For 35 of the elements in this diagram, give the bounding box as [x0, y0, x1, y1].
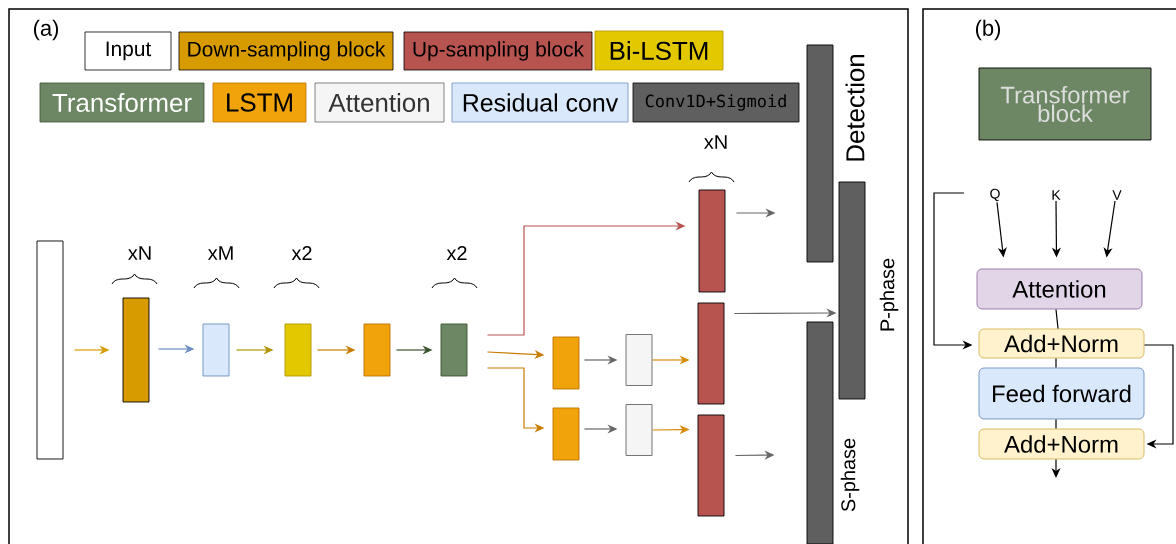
input-label: Q: [990, 188, 1000, 202]
layer-block: [363, 323, 391, 377]
annotation-label: (b): [975, 19, 1001, 41]
layer-block: [440, 323, 468, 377]
layer-block: [552, 407, 580, 461]
layer-block: [697, 414, 725, 517]
connector-line: [1055, 357, 1057, 369]
input-label: K: [1052, 190, 1061, 200]
layer-block: [202, 323, 230, 377]
layer-block: [698, 189, 726, 293]
layer-block: [122, 297, 150, 403]
annotation-label: x2: [446, 246, 467, 260]
layer-block: [552, 336, 580, 390]
layer-block: [697, 302, 725, 405]
bar-label: Detection: [845, 55, 865, 161]
connector-line: [1055, 418, 1057, 430]
feed-forward-box: Feed forward: [978, 367, 1145, 420]
annotation-label: xN: [128, 246, 151, 260]
bar-label: P-phase: [879, 258, 899, 331]
annotation-label: xN: [704, 135, 727, 149]
arrow: [1143, 344, 1174, 449]
input-label: V: [1112, 190, 1122, 200]
input-box: [36, 240, 64, 460]
add-norm-box: Add+Norm: [978, 328, 1145, 359]
annotation-label: x2: [291, 246, 312, 260]
layer-block: [625, 404, 653, 456]
layer-block: [625, 334, 653, 386]
attention-box: Attention: [976, 268, 1143, 310]
add-norm-box: Add+Norm: [978, 428, 1145, 460]
annotation-label: (a): [34, 19, 59, 41]
bar-label: S-phase: [840, 438, 860, 512]
connector-line: [1055, 308, 1059, 330]
block-title-box: Transformer block: [978, 67, 1152, 141]
annotation-label: xM: [207, 246, 233, 260]
layer-block: [284, 323, 312, 377]
